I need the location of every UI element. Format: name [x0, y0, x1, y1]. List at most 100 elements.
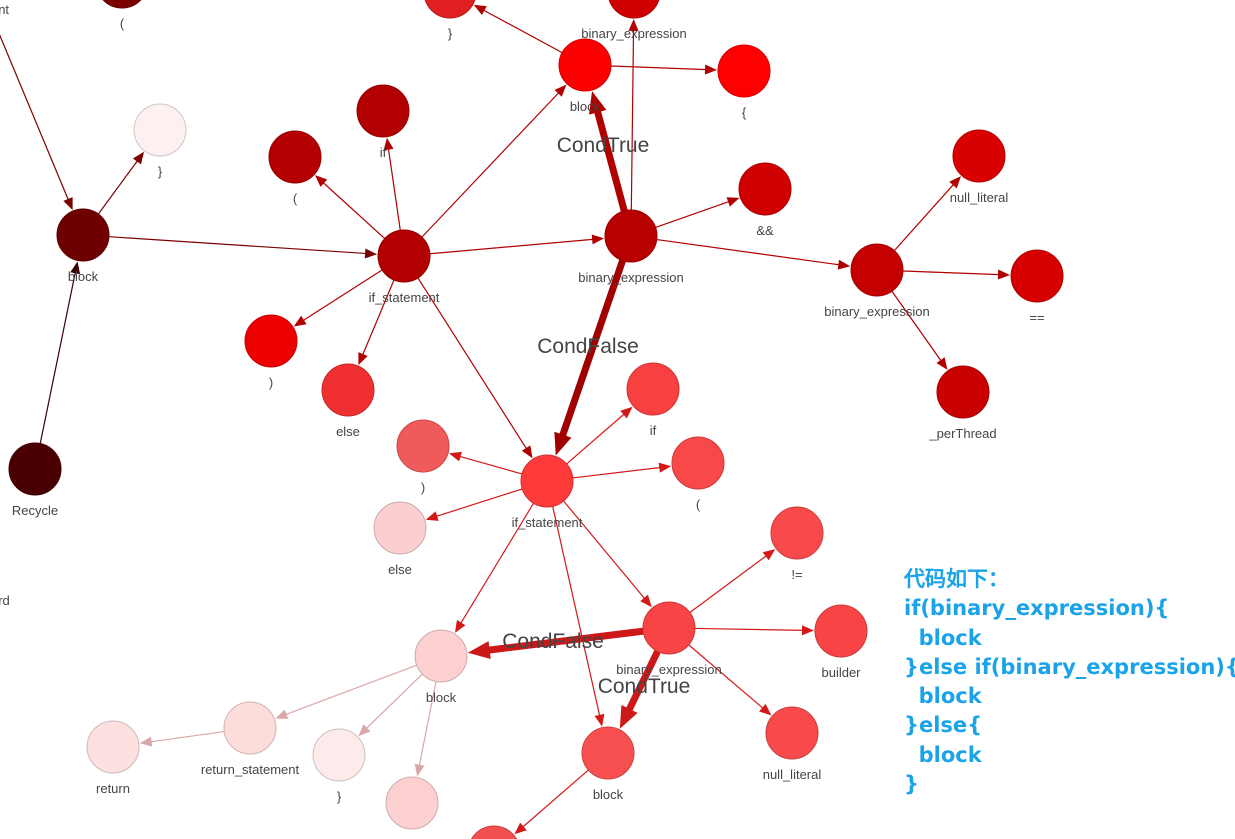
node-circle[interactable] — [468, 825, 520, 839]
node-circle[interactable] — [8, 442, 62, 496]
node-circle[interactable] — [244, 314, 298, 368]
edge-arrowhead — [837, 259, 851, 270]
graph-node[interactable] — [952, 129, 1006, 183]
node-circle[interactable] — [373, 501, 427, 555]
node-circle[interactable] — [414, 629, 468, 683]
node-circle[interactable] — [223, 701, 277, 755]
node-label: if — [380, 145, 387, 160]
graph-node[interactable] — [765, 706, 819, 760]
edge-line — [630, 28, 635, 211]
node-label: _perThread — [928, 426, 996, 441]
node-circle[interactable] — [86, 720, 140, 774]
edge-arrowhead — [473, 4, 487, 15]
node-label: ( — [293, 191, 298, 206]
edge-arrowhead — [628, 18, 639, 32]
node-circle[interactable] — [765, 706, 819, 760]
graph-node[interactable] — [56, 208, 110, 262]
node-circle[interactable] — [814, 604, 868, 658]
node-circle[interactable] — [952, 129, 1006, 183]
node-circle[interactable] — [268, 130, 322, 184]
graph-node[interactable] — [604, 209, 658, 263]
edge-arrowhead — [936, 357, 948, 370]
graph-node[interactable] — [223, 701, 277, 755]
graph-node[interactable] — [385, 776, 439, 830]
node-circle[interactable] — [604, 209, 658, 263]
graph-node[interactable] — [608, 0, 660, 19]
node-circle[interactable] — [96, 0, 148, 9]
graph-node[interactable] — [850, 243, 904, 297]
edge-arrowhead — [293, 315, 307, 327]
node-circle[interactable] — [558, 38, 612, 92]
graph-node[interactable] — [424, 0, 476, 19]
graph-node[interactable] — [133, 103, 187, 157]
node-circle[interactable] — [717, 44, 771, 98]
node-circle[interactable] — [608, 0, 660, 19]
node-circle[interactable] — [770, 506, 824, 560]
graph-node[interactable] — [581, 726, 635, 780]
edge-arrowhead — [132, 151, 145, 165]
graph-node[interactable] — [373, 501, 427, 555]
node-circle[interactable] — [424, 0, 476, 19]
node-label: if_statement — [512, 515, 583, 530]
node-circle[interactable] — [642, 601, 696, 655]
node-circle[interactable] — [1010, 249, 1064, 303]
graph-node[interactable] — [244, 314, 298, 368]
node-circle[interactable] — [520, 454, 574, 508]
code-line: block — [904, 684, 982, 709]
graph-node[interactable] — [717, 44, 771, 98]
node-circle[interactable] — [377, 229, 431, 283]
graph-node[interactable] — [321, 363, 375, 417]
edge-line — [563, 500, 646, 600]
node-label: ent — [0, 2, 9, 17]
graph-node[interactable] — [558, 38, 612, 92]
graph-node[interactable] — [936, 365, 990, 419]
graph-node[interactable] — [96, 0, 148, 9]
graph-node[interactable] — [770, 506, 824, 560]
edge-layer — [0, 4, 1011, 835]
graph-node[interactable] — [396, 419, 450, 473]
edge-arrowhead — [591, 234, 605, 245]
node-circle[interactable] — [133, 103, 187, 157]
edge-line — [572, 466, 662, 479]
graph-node[interactable] — [520, 454, 574, 508]
edge-arrowhead — [554, 431, 572, 456]
edge-arrowhead — [762, 549, 776, 561]
graph-node[interactable] — [468, 825, 520, 839]
graph-node[interactable] — [738, 162, 792, 216]
edge-arrowhead — [997, 269, 1011, 280]
graph-node[interactable] — [377, 229, 431, 283]
graph-node[interactable] — [1010, 249, 1064, 303]
node-label: == — [1029, 310, 1044, 325]
graph-node[interactable] — [414, 629, 468, 683]
code-line: if(binary_expression){ — [904, 596, 1170, 621]
node-circle[interactable] — [936, 365, 990, 419]
node-circle[interactable] — [356, 84, 410, 138]
node-circle[interactable] — [626, 362, 680, 416]
node-circle[interactable] — [850, 243, 904, 297]
edge-line — [552, 506, 601, 718]
edge-line — [891, 290, 943, 363]
node-circle[interactable] — [321, 363, 375, 417]
node-circle[interactable] — [581, 726, 635, 780]
edge-arrowhead — [949, 176, 961, 189]
node-circle[interactable] — [738, 162, 792, 216]
node-circle[interactable] — [312, 728, 366, 782]
graph-node[interactable] — [268, 130, 322, 184]
graph-node[interactable] — [814, 604, 868, 658]
graph-node[interactable] — [356, 84, 410, 138]
graph-node[interactable] — [642, 601, 696, 655]
graph-node[interactable] — [312, 728, 366, 782]
edge-arrowhead — [358, 724, 371, 737]
edge-line — [694, 627, 805, 631]
edge-line — [487, 627, 644, 654]
graph-node[interactable] — [671, 436, 725, 490]
graph-node[interactable] — [86, 720, 140, 774]
edge-label: CondFalse — [537, 335, 639, 358]
node-circle[interactable] — [671, 436, 725, 490]
graph-node[interactable] — [626, 362, 680, 416]
graph-node[interactable] — [8, 442, 62, 496]
node-circle[interactable] — [396, 419, 450, 473]
node-circle[interactable] — [56, 208, 110, 262]
node-circle[interactable] — [385, 776, 439, 830]
